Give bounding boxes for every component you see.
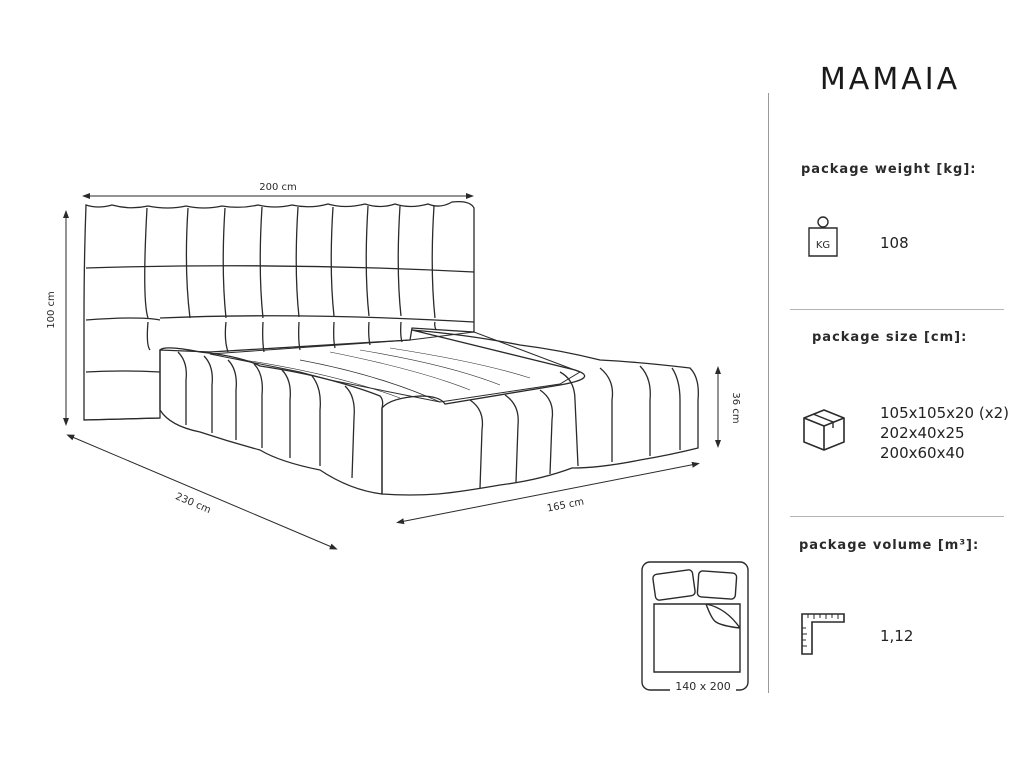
length-label: 230 cm [174, 491, 213, 516]
height-label: 100 cm [46, 291, 57, 329]
size-value-1: 105x105x20 (x2) [880, 404, 1009, 422]
bed-frame [159, 329, 699, 496]
bed-technical-drawing: 200 cm 100 cm 230 cm 165 cm 36 cm 140 x … [46, 182, 749, 694]
frame-height-label: 36 cm [730, 392, 741, 423]
headboard [83, 200, 475, 421]
mattress-size-icon [641, 561, 749, 691]
mattress-size-label: 140 x 200 [675, 680, 731, 693]
box-icon [800, 404, 848, 457]
weight-label: package weight [kg]: [801, 162, 977, 177]
size-label: package size [cm]: [812, 330, 968, 345]
size-value-2: 202x40x25 [880, 424, 965, 442]
dimension-lines [63, 193, 721, 550]
separator-1 [790, 309, 1004, 310]
volume-value: 1,12 [880, 627, 914, 645]
product-title: MAMAIA [819, 62, 961, 97]
ruler-square-icon [800, 610, 846, 661]
weight-icon: KG [805, 212, 841, 265]
separator-2 [790, 516, 1004, 517]
weight-value: 108 [880, 234, 909, 252]
panel-divider [768, 93, 769, 693]
volume-label: package volume [m³]: [799, 538, 980, 553]
frame-width-label: 165 cm [546, 497, 585, 515]
size-value-3: 200x60x40 [880, 444, 965, 462]
width-label: 200 cm [259, 182, 297, 193]
weight-icon-text: KG [816, 240, 830, 251]
